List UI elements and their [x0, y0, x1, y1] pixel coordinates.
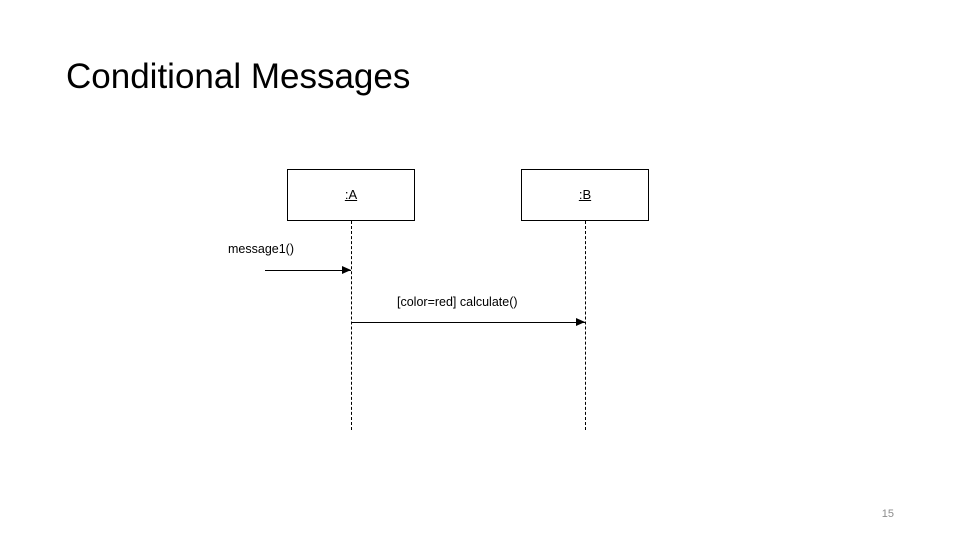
message-label-2: [color=red] calculate()	[397, 295, 518, 309]
message-line-1	[265, 270, 351, 271]
participant-box-b: :B	[521, 169, 649, 221]
lifeline-b	[585, 221, 586, 430]
lifeline-a	[351, 221, 352, 430]
message-arrowhead-2	[576, 318, 585, 326]
page-number: 15	[881, 508, 894, 520]
participant-label-a: :A	[344, 187, 358, 202]
message-line-2	[351, 322, 585, 323]
participant-box-a: :A	[287, 169, 415, 221]
participant-label-b: :B	[578, 187, 592, 202]
message-label-1: message1()	[228, 242, 294, 256]
message-arrowhead-1	[342, 266, 351, 274]
page-title: Conditional Messages	[66, 57, 411, 96]
